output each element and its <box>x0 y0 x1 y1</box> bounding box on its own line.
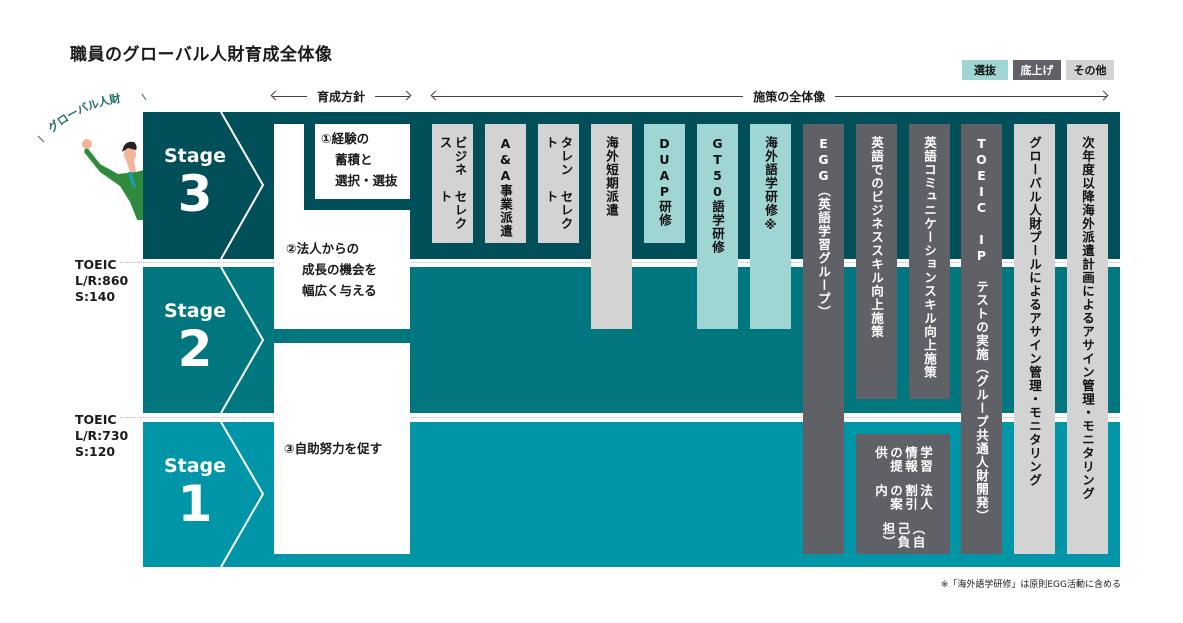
footnote: ※「海外語学研修」は原則EGG活動に含める <box>940 580 1121 590</box>
measure-gt50-language-training: GT50語学研修 <box>697 124 738 329</box>
arrow-right-icon <box>375 95 411 97</box>
measure-english-business-skills: 英語でのビジネススキル向上施策 <box>856 124 897 399</box>
stage-number: 3 <box>177 165 213 223</box>
measure-text: 学習情報の提供 <box>873 446 933 473</box>
policy-2-box <box>274 210 410 329</box>
measure-next-year-dispatch-plan: 次年度以降海外派遣計画による アサイン管理・モニタリング <box>1067 124 1108 554</box>
policy-2-line: 幅広く与える <box>302 283 377 298</box>
toeic-threshold-divider <box>120 417 1120 418</box>
measure-a-and-a-dispatch: A&A 事業派遣 <box>485 124 526 243</box>
measure-text: 事業派遣 <box>498 184 513 238</box>
measure-short-term-overseas-dispatch: 海外短期派遣 <box>591 124 632 329</box>
arrow-left-icon <box>432 95 744 97</box>
stage-1-label: Stage 1 <box>143 455 247 529</box>
toeic-lr-score: L/R:860 <box>75 273 129 288</box>
measure-learning-info-discount: 学習情報の提供 法人割引の案内 （自己負担） <box>856 434 950 554</box>
measure-text: 海外語学研修※ <box>763 136 778 233</box>
legend-other: その他 <box>1066 60 1114 80</box>
policy-header: 育成方針 <box>272 88 411 104</box>
svg-text:グローバル人財: グローバル人財 <box>45 91 122 135</box>
policy-header-label: 育成方針 <box>317 89 366 104</box>
toeic-s-score: S:140 <box>75 289 116 304</box>
stage-number: 1 <box>177 475 213 533</box>
measure-talent-select: タレント セレクト <box>538 124 579 243</box>
measure-text: DUAP研修 <box>657 136 672 227</box>
toeic-threshold-stage-3: TOEIC L/R:860 S:140 <box>75 257 128 305</box>
measure-text: EGG（英語学習グループ） <box>816 136 831 319</box>
toeic-label: TOEIC <box>75 257 117 272</box>
stage-chevrons <box>220 112 265 567</box>
measure-global-talent-pool: グローバル人財プールによるアサイン管理・モニタリング <box>1014 124 1055 554</box>
page-title: 職員のグローバル人財育成全体像 <box>70 45 333 65</box>
stage-number: 2 <box>177 320 213 378</box>
stage-3-label: Stage 3 <box>143 145 247 219</box>
toeic-lr-score: L/R:730 <box>75 428 129 443</box>
measure-egg-english-group: EGG（英語学習グループ） <box>803 124 844 554</box>
measure-overseas-language-training: 海外語学研修※ <box>750 124 791 329</box>
measure-text: ビジネス <box>437 136 468 177</box>
policy-2-line: 成長の機会を <box>302 262 378 277</box>
policy-3-box: ③自助努力を促す <box>274 343 410 554</box>
policy-2-line: ②法人からの <box>286 241 360 256</box>
measure-text: 海外短期派遣 <box>604 136 619 217</box>
measure-text: タレント <box>543 136 574 177</box>
toeic-threshold-stage-2: TOEIC L/R:730 S:120 <box>75 412 128 460</box>
measure-text: A&A <box>498 136 513 184</box>
measures-header: 施策の全体像 <box>432 88 1107 104</box>
measure-toeic-ip-test: TOEIC IP テストの実施（グループ共通人財開発） <box>961 124 1002 554</box>
person-illustration-icon <box>82 139 144 220</box>
measure-text: （自己負担） <box>880 521 926 549</box>
measure-text: GT50語学研修 <box>710 136 725 254</box>
policy-3-text: ③自助努力を促す <box>284 441 383 456</box>
stage-word: Stage <box>163 455 227 477</box>
measure-text: 向上施策 <box>922 325 937 379</box>
measure-text: セレクト <box>543 189 574 231</box>
measure-text: セレクト <box>437 189 468 231</box>
policy-1-line: 選択・選抜 <box>335 173 398 188</box>
policy-1-line: 蓄積と <box>335 152 373 167</box>
measures-header-label: 施策の全体像 <box>753 89 826 104</box>
measure-text: 次年度以降海外派遣計画による <box>1080 136 1095 325</box>
legend-selection: 選抜 <box>962 60 1008 80</box>
policy-1-box: ①経験の 蓄積と 選択・選抜 <box>315 124 410 199</box>
global-talent-ribbon: グローバル人財 <box>37 91 147 143</box>
stage-word: Stage <box>163 300 227 322</box>
measure-text: グローバル人財プールによるアサイン管理・モニタリング <box>1027 136 1042 487</box>
measure-text: 英語でのビジネススキル向上施策 <box>869 136 884 339</box>
legend-baseline: 底上げ <box>1013 60 1061 80</box>
stage-word: Stage <box>163 145 227 167</box>
arrow-right-icon <box>835 95 1107 97</box>
arrow-left-icon <box>272 95 307 97</box>
measure-text: 英語コミュニケーションスキル <box>922 136 937 325</box>
global-talent-label: グローバル人財 <box>45 91 122 135</box>
measure-business-select: ビジネス セレクト <box>432 124 473 243</box>
measure-duap-training: DUAP研修 <box>644 124 685 243</box>
toeic-label: TOEIC <box>75 412 117 427</box>
measure-english-communication-skills: 英語コミュニケーションスキル 向上施策 <box>909 124 950 399</box>
stage-2-label: Stage 2 <box>143 300 247 374</box>
toeic-s-score: S:120 <box>75 444 116 459</box>
policy-1-line: ①経験の <box>321 131 370 146</box>
measure-text: TOEIC IP テストの実施（グループ共通人財開発） <box>974 136 989 523</box>
measure-text: アサイン管理・モニタリング <box>1080 325 1095 501</box>
measure-text: 法人割引の案内 <box>873 483 933 511</box>
policy-2-text: ②法人からの 成長の機会を 幅広く与える <box>286 238 410 301</box>
